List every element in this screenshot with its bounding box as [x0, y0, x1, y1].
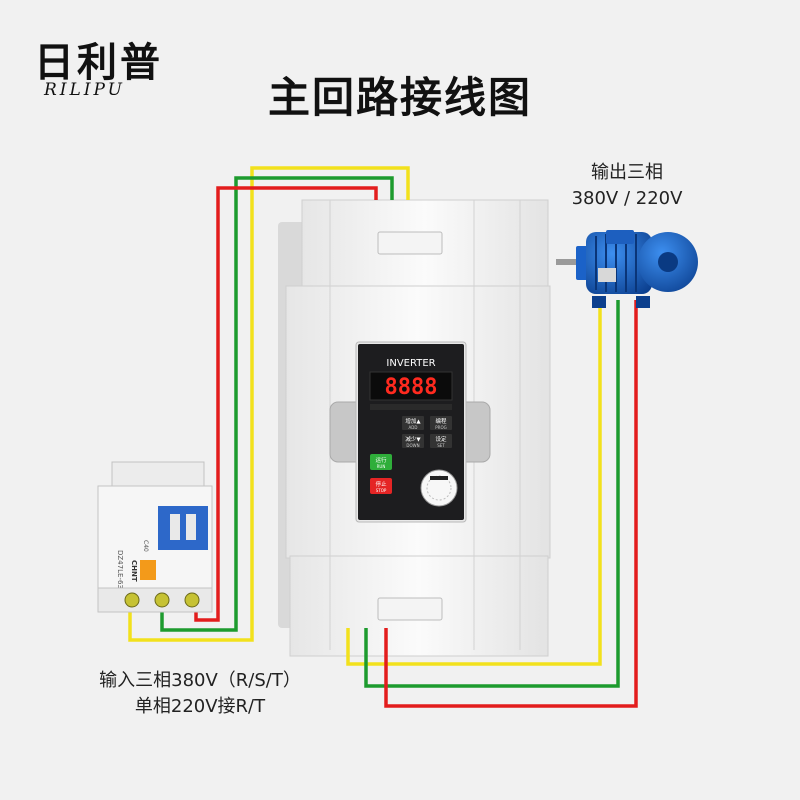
output-label-line2: 380V / 220V — [571, 188, 683, 209]
breaker-brand-text: CHNT — [130, 560, 138, 582]
button-stop-sublabel: STOP — [376, 488, 387, 493]
button-prog-sublabel: PROG — [435, 425, 446, 430]
button-stop-label: 停止 — [375, 480, 387, 488]
motor-image — [556, 230, 698, 308]
page-title: 主回路接线图 — [267, 73, 532, 122]
input-wires — [128, 166, 410, 642]
button-prog-label: 编程 — [435, 417, 447, 425]
button-down[interactable] — [402, 434, 424, 448]
output-wire-red — [384, 300, 638, 708]
button-set[interactable] — [430, 434, 452, 448]
output-wire-yellow — [346, 300, 602, 666]
button-up[interactable] — [402, 416, 424, 430]
breaker-model-text: DZ47LE-63 — [116, 550, 124, 589]
button-set-sublabel: SET — [437, 443, 445, 448]
button-run-label: 运行 — [375, 456, 387, 464]
led-display — [369, 371, 453, 401]
button-up-label: 增加▲ — [405, 417, 421, 425]
button-prog[interactable] — [430, 416, 452, 430]
button-down-sublabel: DOWN — [406, 443, 419, 448]
output-label-line1: 输出三相 — [591, 162, 663, 183]
input-label-line2: 单相220V接R/T — [134, 696, 266, 717]
button-run-sublabel: RUN — [377, 464, 386, 469]
output-wires — [346, 300, 638, 708]
button-down-label: 减少▼ — [405, 435, 421, 443]
inverter-body — [278, 199, 551, 657]
potentiometer-knob[interactable] — [420, 469, 458, 507]
input-label-line1: 输入三相380V（R/S/T） — [99, 670, 301, 691]
input-wire-red — [194, 186, 378, 622]
button-stop[interactable] — [370, 478, 392, 494]
input-label: 输入三相380V（R/S/T） 单相220V接R/T — [60, 668, 340, 720]
output-label: 输出三相 380V / 220V — [562, 160, 692, 212]
control-panel: INVERTER 8888 增加▲ ADD 编程 PROG 减少▼ DOWN 设… — [358, 344, 464, 520]
input-wire-green — [160, 176, 394, 632]
breaker-rating-text: C40 — [142, 540, 149, 552]
brand-logo-chinese: 日利普 — [34, 39, 163, 86]
output-wire-green — [364, 300, 620, 688]
button-run[interactable] — [370, 454, 392, 470]
panel-title: INVERTER — [386, 358, 435, 369]
circuit-breaker-image: DZ47LE-63 CHNT C40 — [97, 461, 213, 613]
input-wire-yellow — [128, 166, 410, 642]
brand-logo-english: RILIPU — [44, 80, 125, 100]
button-set-label: 设定 — [435, 435, 447, 443]
led-display-digits: 8888 — [385, 375, 438, 400]
button-up-sublabel: ADD — [409, 425, 418, 430]
